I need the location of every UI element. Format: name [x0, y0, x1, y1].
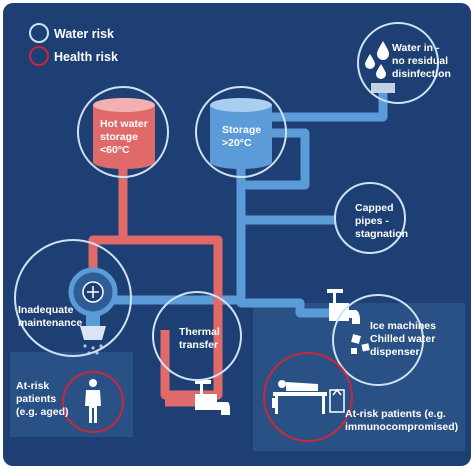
aged-patients-label: At-risk: [16, 380, 49, 392]
legend: Water risk Health risk: [29, 23, 118, 66]
legend-water-marker: [29, 23, 49, 43]
capped-pipes-label: stagnation: [355, 228, 408, 240]
water-in-label: no residual: [392, 55, 448, 67]
valve-icon: [68, 267, 118, 317]
storage-tank: [210, 98, 272, 169]
ice-machine-label: Ice machines: [370, 320, 436, 332]
ice-cubes-icon: [351, 334, 370, 354]
ice-machine-risk-ring: [332, 294, 424, 386]
tap-icon: [327, 289, 360, 324]
ice-machine-panel: [253, 303, 465, 451]
thermal-risk-ring: [152, 291, 242, 381]
hot-storage-label: Hot water: [100, 118, 148, 130]
capped-pipes-label: pipes -: [355, 215, 389, 227]
hot-storage-risk-ring: [77, 86, 169, 178]
maintenance-risk-ring: [14, 239, 132, 357]
immuno-patients-label: immunocompromised): [345, 421, 458, 433]
water-in-label: Water in -: [392, 42, 440, 54]
water-drops-icon: [365, 41, 389, 79]
water-inlet-fitting: [371, 83, 395, 93]
legend-health-marker: [29, 46, 49, 66]
immuno-health-risk-ring: [263, 352, 353, 442]
tap-icon: [195, 380, 230, 415]
maintenance-label: maintenance: [18, 317, 82, 329]
legend-health-label: Health risk: [54, 50, 118, 64]
person-icon: [85, 379, 101, 423]
thermal-transfer-label: Thermal: [179, 326, 220, 338]
hot-water-tank: [93, 98, 155, 169]
diagram-labels: Water in - no residual disinfection Hot …: [16, 42, 458, 433]
ice-machine-label: Chilled water: [370, 333, 435, 345]
patient-bed-icon: [272, 380, 345, 414]
storage-risk-ring: [195, 86, 287, 178]
shower-pipe: [86, 314, 100, 326]
aged-patients-label: (e.g. aged): [16, 406, 69, 418]
immuno-patients-label: At-risk patients (e.g.: [345, 408, 446, 420]
aged-patients-label: patients: [16, 393, 56, 405]
water-in-risk-ring: [357, 22, 439, 104]
storage-label: >20°C: [222, 137, 252, 149]
legend-water-label: Water risk: [54, 27, 114, 41]
thermal-transfer-label: transfer: [179, 339, 218, 351]
capped-pipes-risk-ring: [334, 182, 406, 254]
hot-storage-label: storage: [100, 131, 138, 143]
hot-storage-label: <60°C: [100, 144, 130, 156]
ice-machine-label: dispenser: [370, 346, 420, 358]
maintenance-label: Inadequate: [18, 304, 74, 316]
storage-label: Storage: [222, 124, 261, 136]
aged-health-risk-ring: [62, 371, 124, 433]
water-in-label: disinfection: [392, 68, 451, 80]
capped-pipes-label: Capped: [355, 202, 394, 214]
